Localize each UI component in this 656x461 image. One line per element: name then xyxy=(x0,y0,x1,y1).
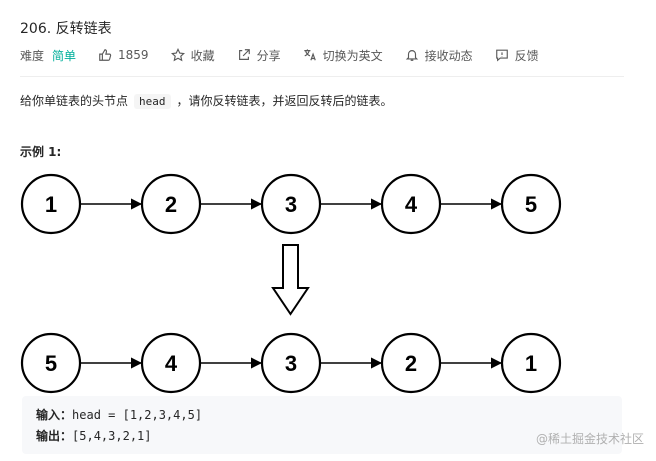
problem-meta-bar: 难度 简单 1859 收藏 分享 切换为英文 接收动态 反馈 xyxy=(20,46,561,64)
problem-description: 给你单链表的头节点 head ，请你反转链表，并返回反转后的链表。 xyxy=(20,92,393,109)
input-value: head = [1,2,3,4,5] xyxy=(72,408,203,422)
original-node xyxy=(380,173,442,235)
difficulty-label: 难度 xyxy=(20,48,45,63)
reversed-node xyxy=(20,332,82,394)
example-input-line: 输入：head = [1,2,3,4,5] xyxy=(36,406,202,423)
bell-icon xyxy=(405,50,418,61)
original-node-label: 1 xyxy=(45,192,57,217)
thumbs-up-icon xyxy=(99,49,112,61)
notifications-label: 接收动态 xyxy=(424,48,473,63)
share-label: 分享 xyxy=(256,48,281,63)
watermark: @稀土掘金技术社区 xyxy=(535,432,644,446)
notifications-button[interactable]: 接收动态 xyxy=(405,47,473,64)
output-label: 输出： xyxy=(36,429,73,443)
original-node xyxy=(20,173,82,235)
difficulty-badge: 简单 xyxy=(52,48,77,63)
reversed-node-label: 1 xyxy=(525,351,537,376)
description-inline-code: head xyxy=(134,94,171,109)
original-node-label: 5 xyxy=(525,192,537,217)
reversed-node-label: 2 xyxy=(405,351,417,376)
original-node xyxy=(500,173,562,235)
like-button[interactable]: 1859 xyxy=(98,48,149,62)
reversed-node xyxy=(500,332,562,394)
example-title: 示例 1: xyxy=(20,145,62,159)
feedback-icon xyxy=(495,49,508,62)
original-node xyxy=(260,173,322,235)
down-arrow xyxy=(271,244,310,316)
original-node-label: 2 xyxy=(165,192,177,217)
input-label: 输入： xyxy=(36,408,73,422)
linked-list-diagram: 1 2 3 4 5 5 4 3 2 1 xyxy=(20,173,562,394)
example-code-block: 输入：head = [1,2,3,4,5] 输出：[5,4,3,2,1] xyxy=(22,396,622,454)
original-list: 1 2 3 4 5 xyxy=(20,173,562,235)
reversed-node-label: 4 xyxy=(165,351,178,376)
reversed-node-label: 5 xyxy=(45,351,57,376)
reversed-node xyxy=(380,332,442,394)
reversed-list: 5 4 3 2 1 xyxy=(20,332,562,394)
reversed-node xyxy=(140,332,202,394)
feedback-button[interactable]: 反馈 xyxy=(495,47,539,64)
original-node xyxy=(140,173,202,235)
favorite-label: 收藏 xyxy=(190,48,215,63)
switch-language-label: 切换为英文 xyxy=(322,48,383,63)
original-node-label: 4 xyxy=(405,192,418,217)
difficulty: 难度 简单 xyxy=(20,47,76,64)
problem-title: 206. 反转链表 xyxy=(20,21,112,37)
description-text-after: ，请你反转链表，并返回反转后的链表。 xyxy=(176,94,393,108)
translate-icon xyxy=(303,49,316,61)
divider xyxy=(20,76,624,77)
original-node-label: 3 xyxy=(285,192,297,217)
reversed-node-label: 3 xyxy=(285,351,297,376)
share-button[interactable]: 分享 xyxy=(237,47,281,64)
like-count: 1859 xyxy=(118,48,149,62)
favorite-button[interactable]: 收藏 xyxy=(170,47,215,64)
example-output-line: 输出：[5,4,3,2,1] xyxy=(36,427,152,444)
output-value: [5,4,3,2,1] xyxy=(72,429,152,443)
reversed-node xyxy=(260,332,322,394)
description-text-before: 给你单链表的头节点 xyxy=(20,94,129,108)
switch-language-button[interactable]: 切换为英文 xyxy=(303,47,383,64)
star-icon xyxy=(170,48,185,62)
feedback-label: 反馈 xyxy=(514,48,539,63)
share-icon xyxy=(238,49,250,60)
